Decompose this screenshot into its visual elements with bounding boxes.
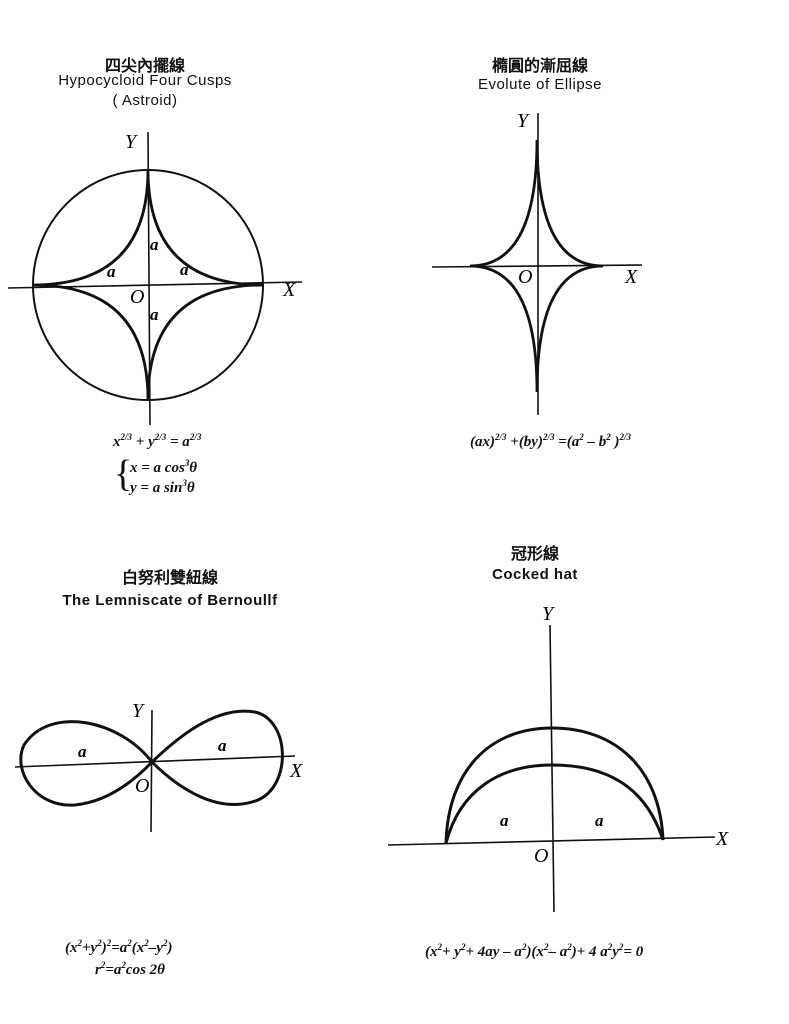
astroid-param-y: y = a sin3θ bbox=[130, 478, 195, 496]
cockedhat-x-axis bbox=[387, 836, 716, 846]
evolute-title-cn: 橢圓的漸屈線 bbox=[491, 56, 588, 75]
cockedhat-outer-arc bbox=[444, 726, 665, 844]
lemniscate-axis-y: Y bbox=[132, 700, 145, 722]
evolute-axis-y: Y bbox=[517, 110, 530, 132]
astroid-label-a-left: a bbox=[107, 262, 116, 281]
lemniscate-equation-2: r2=a2cos 2θ bbox=[95, 960, 165, 978]
evolute-curve bbox=[469, 139, 604, 393]
evolute-axis-x: X bbox=[624, 266, 638, 288]
astroid-title-en: Hypocycloid Four Cusps bbox=[58, 72, 232, 89]
cockedhat-label-a-left: a bbox=[500, 811, 509, 830]
cockedhat-diagram: Y X O a a bbox=[387, 603, 729, 913]
astroid-equation: x2/3 + y2/3 = a2/3 bbox=[113, 432, 202, 450]
astroid-diagram: Y X O a a a a bbox=[7, 131, 303, 426]
evolute-x-axis bbox=[431, 264, 643, 268]
lemniscate-curve bbox=[19, 709, 284, 807]
lemniscate-label-a-right: a bbox=[218, 736, 227, 755]
cockedhat-axis-y: Y bbox=[542, 603, 555, 625]
lemniscate-axis-x: X bbox=[289, 760, 303, 782]
cockedhat-origin: O bbox=[534, 845, 548, 867]
lemniscate-title-en: The Lemniscate of Bernoullf bbox=[62, 592, 278, 609]
evolute-equation: (ax)2/3 +(by)2/3 =(a2 – b2 )2/3 bbox=[470, 432, 632, 450]
astroid-label-a-bottom: a bbox=[150, 305, 159, 324]
evolute-origin: O bbox=[518, 266, 532, 288]
astroid-curve bbox=[32, 169, 264, 401]
astroid-title-cn: 四尖內擺線 bbox=[104, 56, 185, 75]
cockedhat-inner-arc bbox=[444, 763, 665, 844]
lemniscate-y-axis bbox=[150, 709, 153, 833]
lemniscate-x-axis bbox=[14, 755, 296, 768]
astroid-brace: { bbox=[114, 453, 133, 495]
astroid-title-en2: ( Astroid) bbox=[112, 92, 178, 109]
astroid-origin: O bbox=[130, 286, 144, 308]
cockedhat-y-axis bbox=[549, 624, 555, 913]
lemniscate-diagram: Y X O a a bbox=[14, 700, 303, 833]
astroid-param-x: x = a cos3θ bbox=[130, 458, 198, 476]
lemniscate-origin: O bbox=[135, 775, 149, 797]
lemniscate-label-a-left: a bbox=[78, 742, 87, 761]
evolute-diagram: Y X O bbox=[431, 110, 643, 415]
evolute-title-en: Evolute of Ellipse bbox=[477, 76, 603, 93]
astroid-label-a-right: a bbox=[180, 260, 189, 279]
cockedhat-equation: (x2+ y2+ 4ay – a2)(x2– a2)+ 4 a2y2= 0 bbox=[425, 942, 644, 960]
cockedhat-title-en: Cocked hat bbox=[492, 566, 578, 583]
cockedhat-axis-x: X bbox=[715, 828, 729, 850]
cockedhat-title-cn: 冠形線 bbox=[510, 544, 559, 563]
astroid-axis-x: X bbox=[282, 279, 296, 301]
lemniscate-title-cn: 白努利雙紐線 bbox=[121, 568, 218, 587]
cockedhat-label-a-right: a bbox=[595, 811, 604, 830]
lemniscate-equation-1: (x2+y2)2=a2(x2–y2) bbox=[65, 938, 173, 956]
astroid-label-a-top: a bbox=[150, 235, 159, 254]
astroid-axis-y: Y bbox=[125, 131, 138, 153]
